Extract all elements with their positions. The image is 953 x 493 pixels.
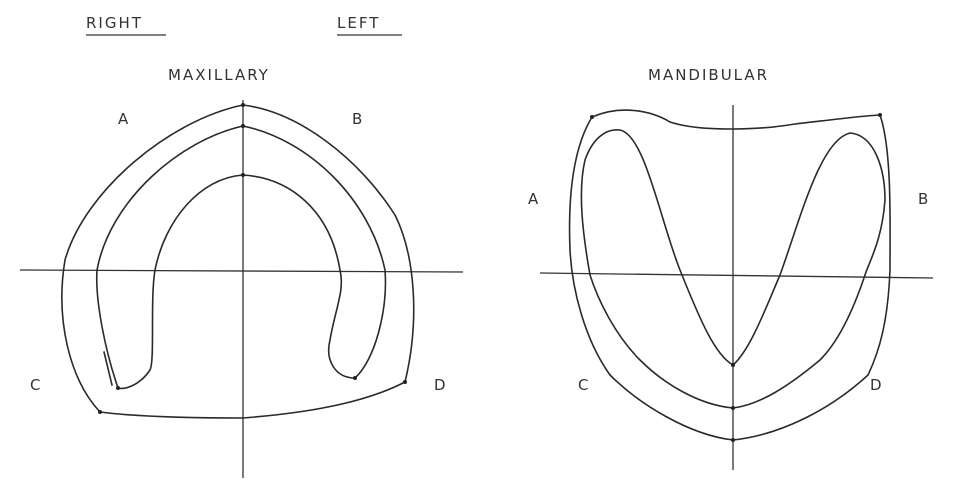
maxillary-quadrant-c: C [30, 376, 42, 394]
mandibular-outer-contour [568, 109, 891, 441]
mandibular-arch-contour [580, 129, 886, 409]
mandibular-quadrant-c: C [578, 376, 590, 394]
mandibular-quadrant-d: D [870, 376, 883, 394]
maxillary-horizontal-axis [19, 269, 464, 273]
maxillary-outer-contour [61, 104, 415, 419]
maxillary-title: MAXILLARY [168, 66, 270, 84]
mandibular-horizontal-axis [539, 272, 934, 279]
maxillary-quadrant-a: A [118, 110, 130, 128]
maxillary-diagram: MAXILLARY A B C D [19, 66, 464, 478]
maxillary-quadrant-d: D [434, 376, 447, 394]
mandibular-title: MANDIBULAR [648, 66, 769, 84]
right-side-label: RIGHT [86, 14, 143, 32]
mandibular-quadrant-b: B [918, 190, 930, 208]
mandibular-quadrant-a: A [528, 190, 540, 208]
maxillary-arch-contour [95, 125, 387, 390]
maxillary-hook-mark [103, 351, 113, 386]
mandibular-diagram: MANDIBULAR A B C D [528, 66, 934, 470]
left-side-label: LEFT [337, 14, 380, 32]
maxillary-quadrant-b: B [352, 110, 364, 128]
